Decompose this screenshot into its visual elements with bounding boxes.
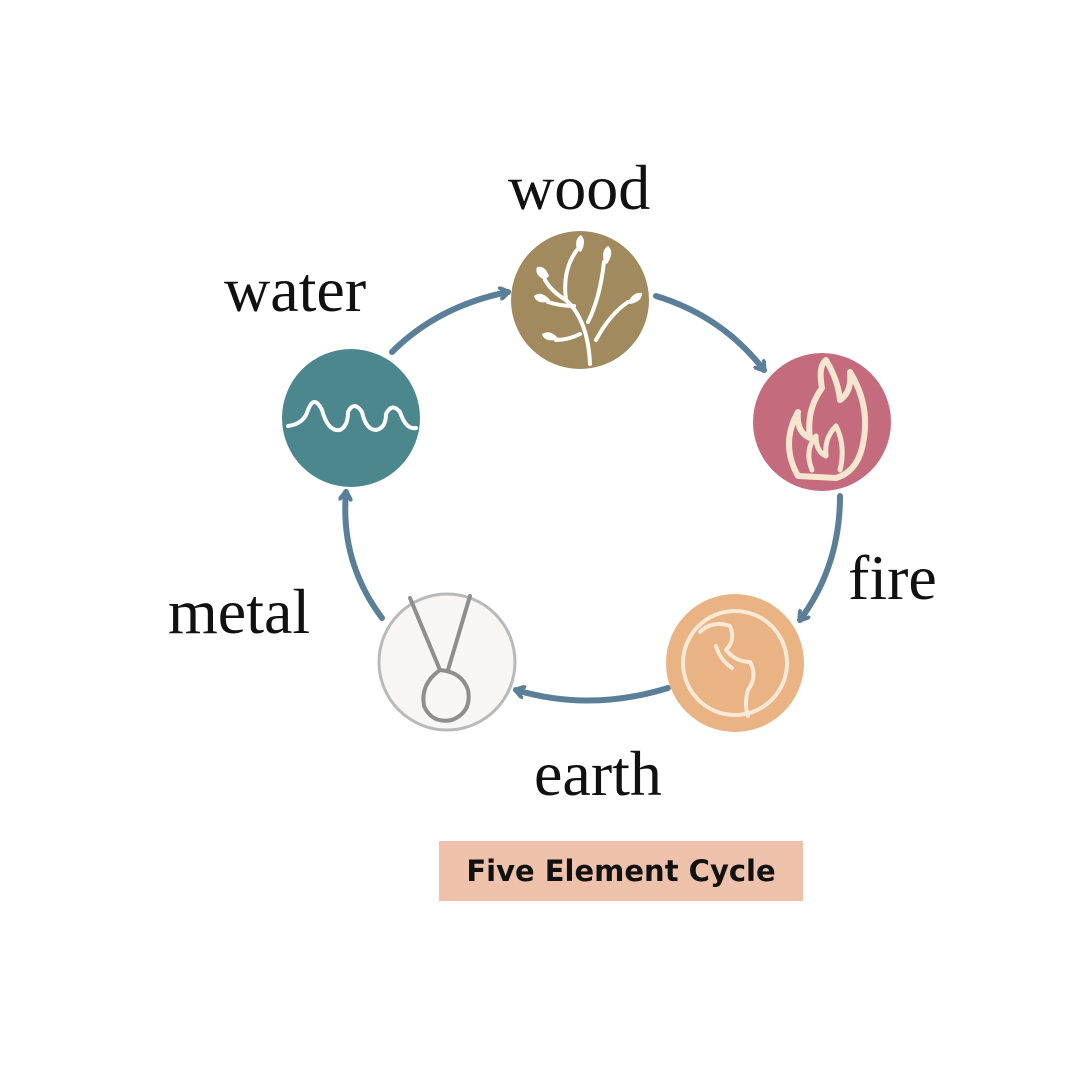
wood-node: [511, 231, 649, 369]
fire-label: fire: [848, 542, 937, 613]
earth-circle: [666, 594, 804, 732]
caption-background: [439, 841, 803, 901]
arrow-metal-to-water: [345, 489, 385, 621]
metal-icon: [408, 594, 472, 723]
wood-label: wood: [508, 152, 651, 223]
arrow-wood-to-fire: [653, 293, 767, 373]
earth-node: [666, 594, 804, 732]
metal-circle: [377, 592, 517, 732]
diagram-caption: Five Element Cycle: [466, 854, 776, 888]
earth-label: earth: [534, 738, 662, 809]
globe-icon: [698, 622, 756, 718]
sprout-icon: [543, 248, 630, 366]
water-node: [282, 349, 420, 487]
water-circle: [282, 349, 420, 487]
arrow-earth-to-metal: [513, 688, 671, 704]
waves-icon: [286, 400, 418, 433]
flame-icon: [786, 357, 869, 481]
metal-node: [377, 592, 517, 732]
wood-circle: [511, 231, 649, 369]
water-label: water: [224, 254, 367, 325]
fire-node: [753, 353, 891, 491]
arrow-fire-to-earth: [797, 493, 843, 623]
metal-label: metal: [168, 576, 311, 647]
arrow-water-to-wood: [389, 292, 511, 355]
